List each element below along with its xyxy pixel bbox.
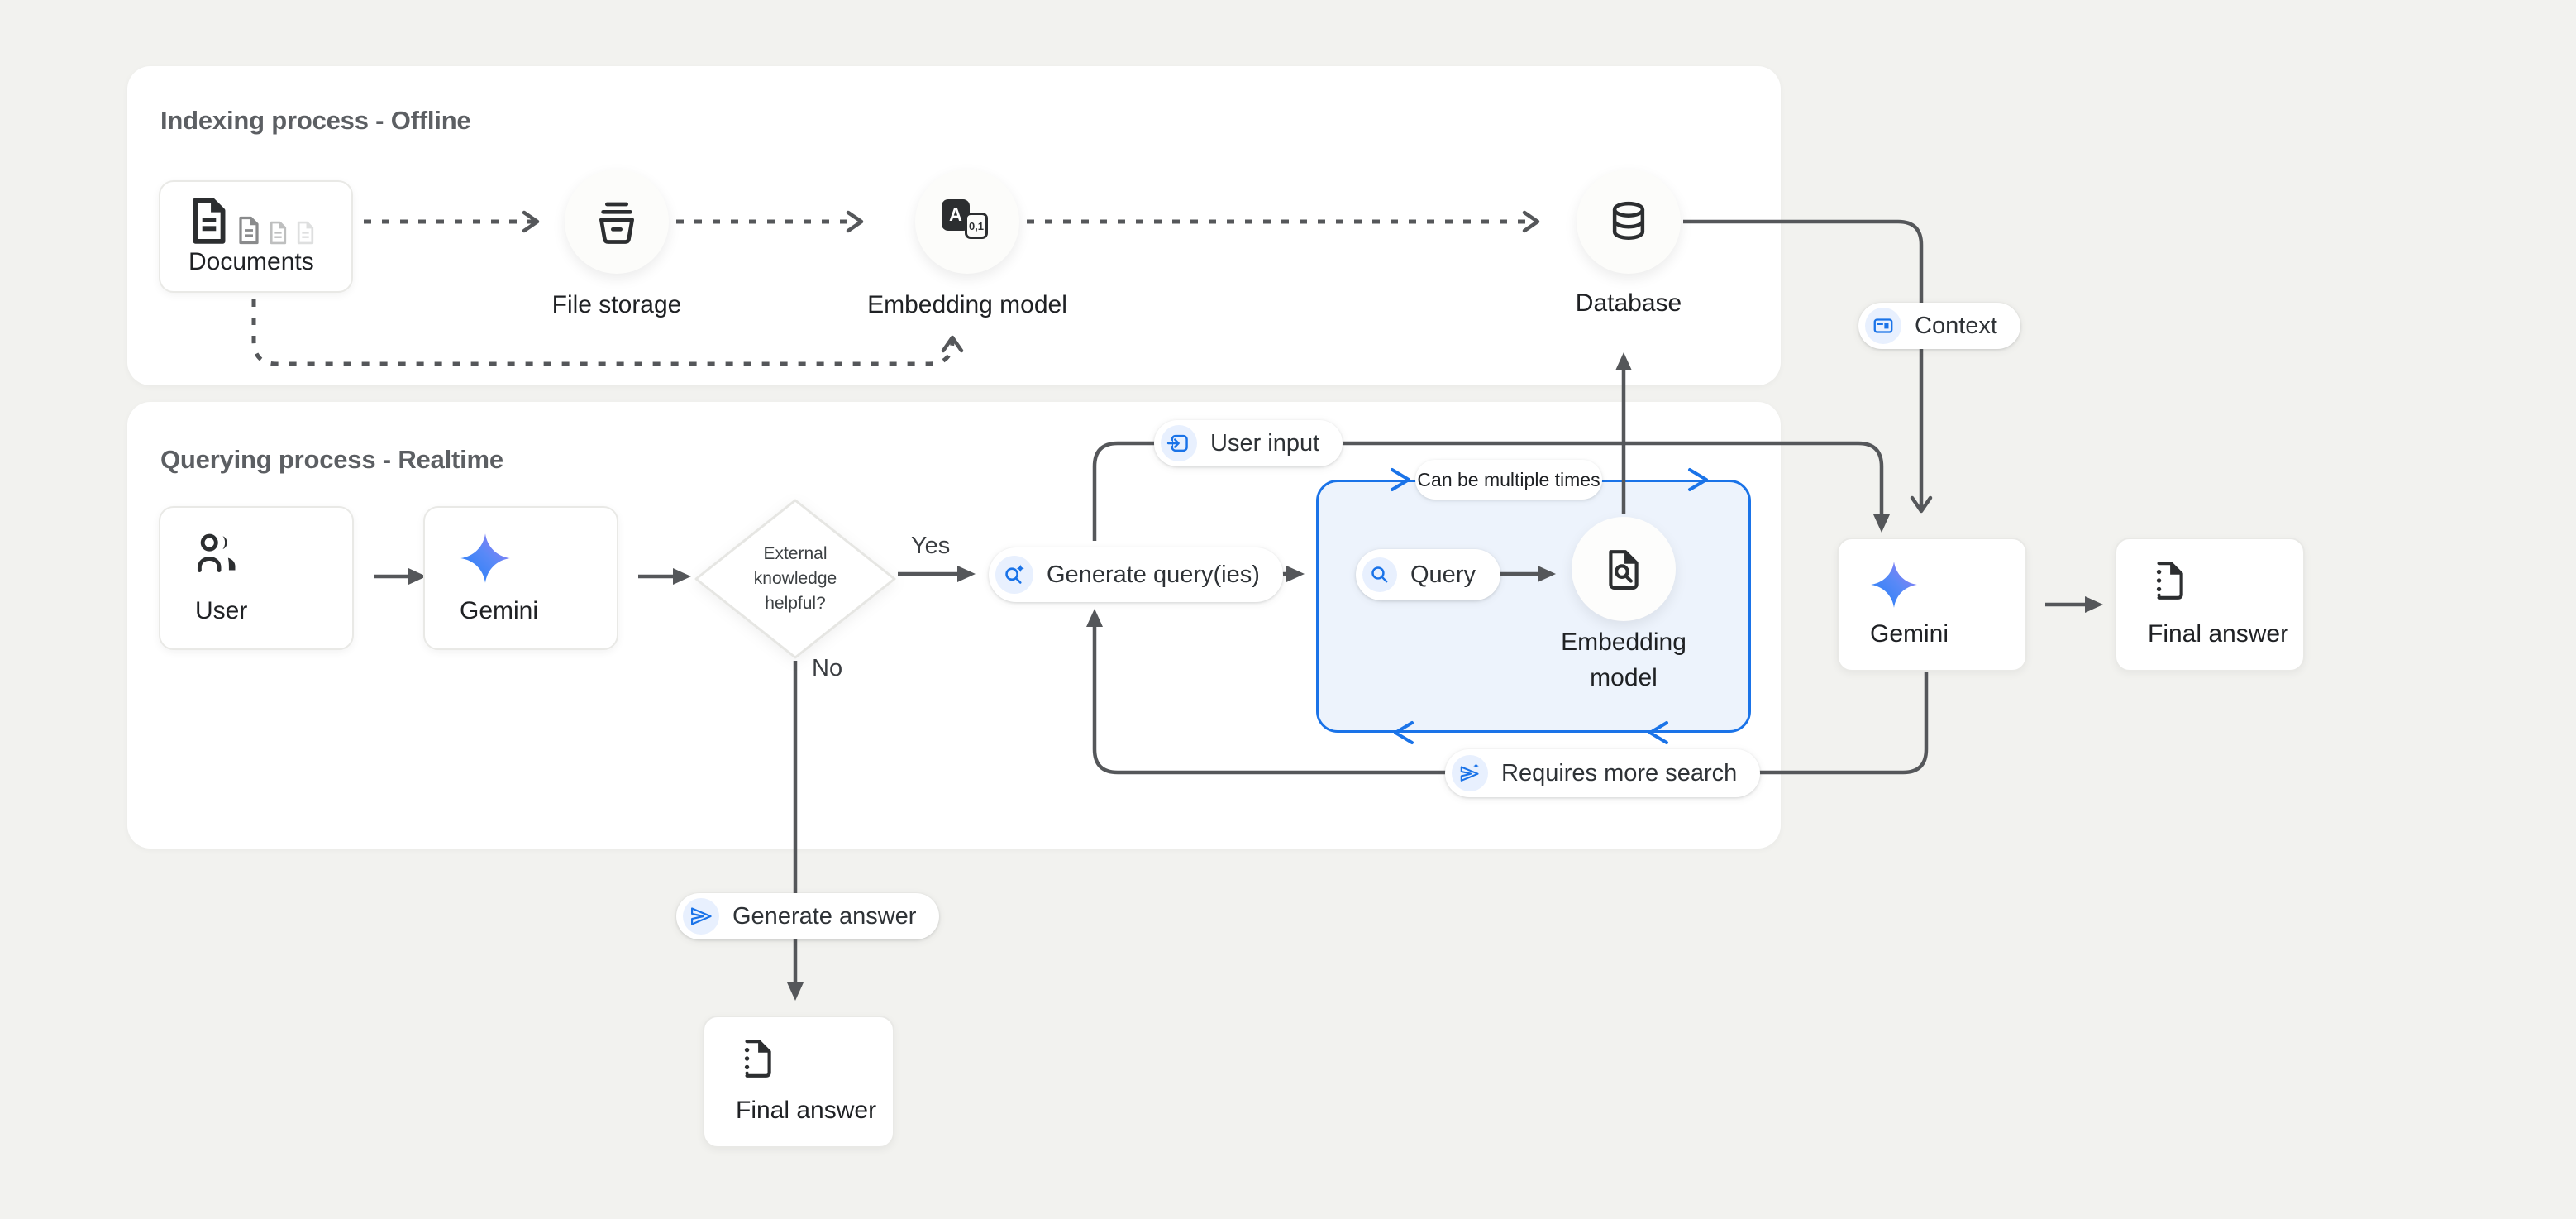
send-spark-icon [1452,755,1488,791]
gemini-star-icon [1871,562,1917,608]
decision-line1: External [763,544,828,563]
file-storage-node [565,170,669,274]
querying-panel-title: Querying process - Realtime [160,445,503,474]
user-label: User [195,597,248,624]
user-card: User [159,506,354,650]
loop-chevron-top-right [1688,468,1708,491]
database-label: Database [1575,289,1682,317]
edge-userinput-to-gemini [1092,441,1890,541]
no-label: No [812,655,843,681]
embedding-model-icon: A 0,1 [942,199,993,244]
gemini-left-card: Gemini [423,506,618,650]
context-badge: Context [1858,303,2020,349]
requires-more-search-badge: Requires more search [1445,749,1761,797]
query-label: Query [1410,561,1476,588]
user-input-badge: User input [1154,420,1343,466]
final-answer-doc-icon [744,1040,771,1078]
file-storage-label: File storage [551,291,682,318]
loop-chevron-top-left [1391,468,1410,491]
can-be-multiple-times-label: Can be multiple times [1417,468,1600,490]
decision-diamond [694,499,896,659]
can-be-multiple-times-pill: Can be multiple times [1415,460,1602,500]
final-answer-bottom-card: Final answer [703,1016,894,1148]
final-answer-right-label: Final answer [2148,620,2289,648]
embedding-model-query-label-1: Embedding [1561,629,1686,656]
loop-chevron-bottom-left [1394,721,1414,744]
documents-icon [188,194,343,245]
documents-label: Documents [188,248,314,275]
file-storage-icon [599,202,634,244]
embedding-model-offline-node: A 0,1 [915,170,1019,274]
generate-answer-label: Generate answer [732,902,917,930]
gemini-left-label: Gemini [460,597,539,624]
decision-text: External knowledge helpful? [696,500,894,657]
file-search-icon [1609,550,1639,590]
input-arrow-icon [1161,425,1197,461]
generate-answer-badge: Generate answer [676,893,940,939]
context-label: Context [1915,312,1997,339]
user-icon [197,533,236,572]
edge-documents-to-embedding-loop [251,299,964,366]
send-icon [683,898,719,935]
edge-database-to-gemini-context [1683,219,1933,514]
decision-line3: helpful? [765,594,826,613]
decision-line2: knowledge [753,569,837,588]
gemini-star-icon [460,533,510,583]
generate-queries-label: Generate query(ies) [1047,561,1260,588]
final-answer-right-card: Final answer [2115,538,2305,672]
gemini-right-label: Gemini [1870,620,1949,648]
query-loop-box [1316,480,1751,733]
final-answer-doc-icon [2156,562,2183,600]
search-spark-icon [995,556,1033,594]
requires-more-search-label: Requires more search [1501,759,1738,786]
loop-chevron-bottom-right [1648,721,1668,744]
query-pill: Query [1356,549,1500,600]
article-icon [1865,308,1901,344]
final-answer-bottom-label: Final answer [736,1097,877,1124]
database-node [1577,170,1681,274]
documents-card: Documents [159,180,353,293]
database-icon [1612,201,1645,240]
embedding-model-query-node [1572,517,1676,621]
gemini-right-card: Gemini [1837,538,2027,672]
user-input-label: User input [1210,429,1320,457]
search-icon [1362,557,1397,592]
embedding-model-query-label-2: model [1590,664,1658,691]
yes-label: Yes [911,533,951,559]
indexing-panel-title: Indexing process - Offline [160,106,471,135]
generate-queries-pill: Generate query(ies) [989,547,1283,602]
embedding-model-offline-label: Embedding model [867,291,1067,318]
